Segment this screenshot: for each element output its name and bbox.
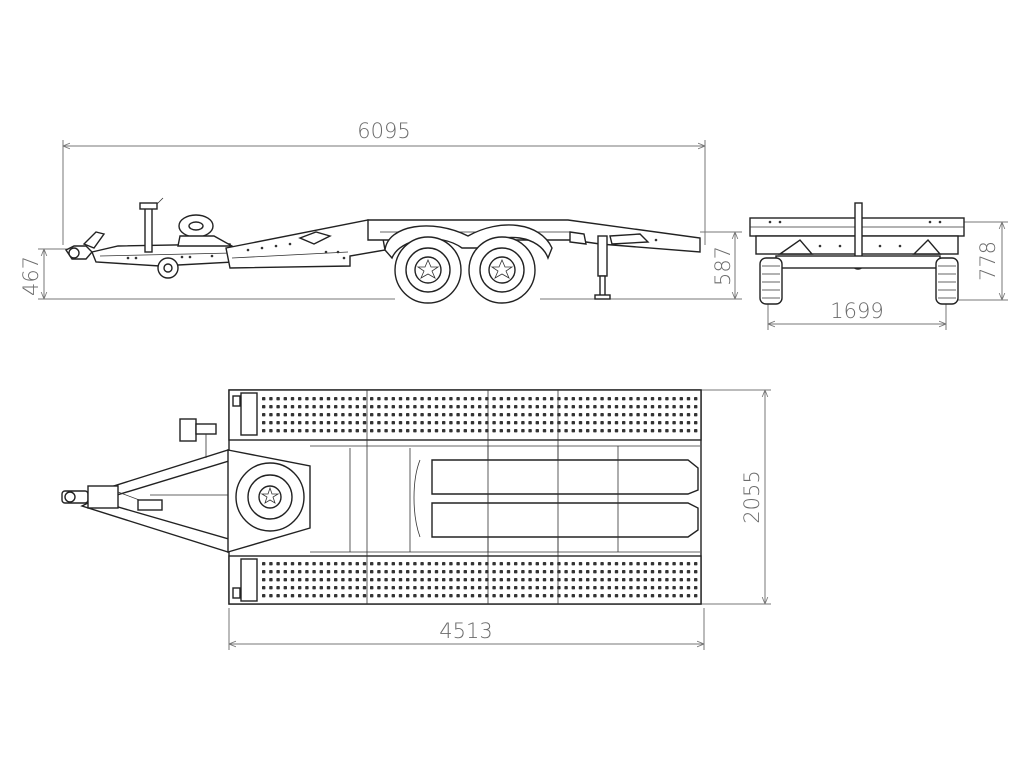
dimension-label-length: 6095: [357, 119, 410, 143]
dimension-label-top-width: 2055: [740, 470, 764, 523]
ramp-upper: [431, 459, 699, 495]
dimension-rear-width: 1699: [767, 299, 947, 330]
dimension-drawbar-height: 467: [19, 248, 395, 300]
spare-wheel-mount: [177, 214, 235, 247]
jockey-wheel-top: [179, 418, 217, 458]
dimension-deck-length: 4513: [228, 608, 705, 650]
dimension-label-rear-height: 778: [976, 241, 1000, 281]
wheel-rear: [468, 236, 536, 304]
ramp-lower: [431, 502, 699, 538]
dimension-overall-length: 6095: [62, 119, 706, 245]
side-view: 6095 467 587: [19, 119, 742, 304]
top-view: 2055 4513: [61, 389, 771, 650]
coupling-top: [61, 485, 163, 511]
dimension-rear-height: 778: [940, 221, 1008, 301]
rear-support-leg: [594, 235, 611, 300]
rear-view-tyre-right: [935, 257, 959, 305]
wheel-front: [394, 236, 462, 304]
dimension-label-deck-height: 587: [711, 246, 735, 286]
dimension-top-width: 2055: [700, 389, 771, 605]
dimension-label-drawbar-height: 467: [19, 256, 43, 296]
dimension-label-deck-length: 4513: [439, 619, 492, 643]
rear-view: 778 1699: [749, 202, 1008, 330]
jockey-wheel: [139, 197, 179, 279]
dimension-label-rear-width: 1699: [830, 299, 883, 323]
spare-wheel-top: [235, 462, 305, 532]
dimension-deck-height: 587: [540, 231, 742, 300]
rear-view-tyre-left: [759, 257, 783, 305]
